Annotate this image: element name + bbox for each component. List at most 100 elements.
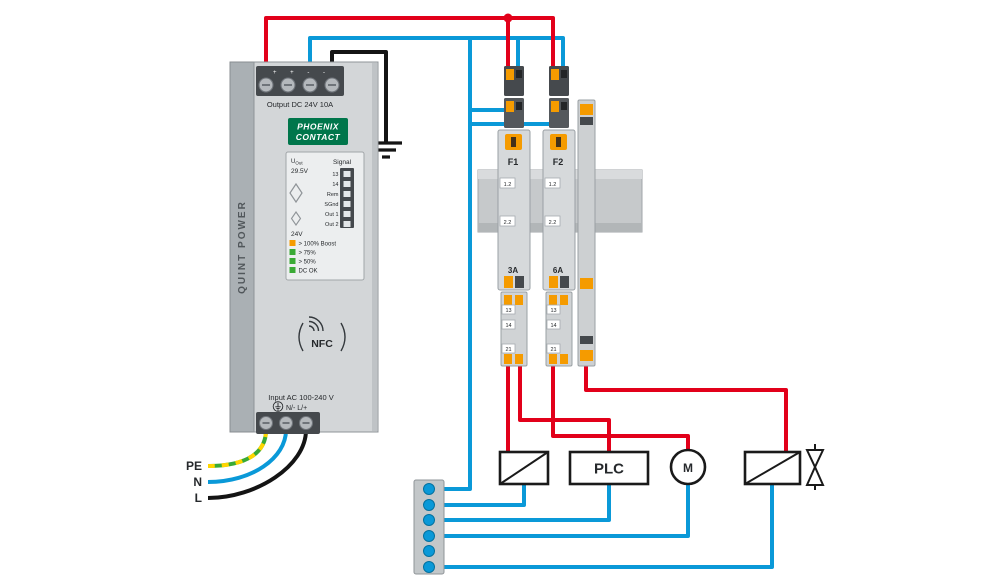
n-label: N bbox=[193, 475, 202, 489]
output-screw bbox=[324, 77, 340, 93]
led-50-icon bbox=[289, 258, 296, 264]
input-terminal-label: N/- L/+ bbox=[286, 405, 307, 412]
load-plc: PLC bbox=[568, 450, 650, 486]
power-supply: QUINT POWER + + - - Output DC 24V 10A PH… bbox=[229, 61, 379, 434]
breaker-id: F2 bbox=[553, 157, 564, 167]
brand-logo: PHOENIX CONTACT bbox=[288, 118, 348, 145]
distribution-terminal bbox=[423, 561, 435, 573]
aux-label: 21 bbox=[550, 347, 556, 353]
distribution-terminal bbox=[423, 545, 435, 557]
led-legend: > 100% Boost > 75% > 50% DC OK bbox=[289, 240, 337, 275]
distribution-terminal bbox=[423, 514, 435, 526]
motor-label: M bbox=[683, 461, 693, 475]
distribution-terminal bbox=[423, 483, 435, 495]
terminal-strip bbox=[577, 99, 596, 367]
output-screw bbox=[258, 77, 274, 93]
psu-side-strip bbox=[229, 61, 255, 433]
input-screw bbox=[298, 415, 314, 431]
rating-label: 3A bbox=[508, 266, 518, 275]
distribution-terminal bbox=[423, 499, 435, 511]
wire-red-feed bbox=[264, 16, 555, 82]
valve-symbol-icon bbox=[805, 464, 825, 486]
pe-label: PE bbox=[186, 459, 202, 473]
output-label: Output DC 24V 10A bbox=[267, 100, 333, 109]
v24-label: 24V bbox=[291, 231, 303, 238]
signal-pin-label: Rem bbox=[327, 192, 339, 198]
load-converter bbox=[498, 450, 550, 486]
rating-label: 6A bbox=[553, 266, 563, 275]
breaker-body bbox=[542, 129, 576, 291]
load-valve bbox=[743, 444, 825, 490]
distribution-block bbox=[413, 479, 445, 575]
signal-pin-label: SGnd bbox=[324, 202, 338, 208]
aux-terminal-block: 13 14 21 bbox=[500, 291, 528, 367]
pole-flag bbox=[499, 177, 516, 189]
adjust-diamond-small-icon bbox=[290, 211, 302, 226]
wire-red-valve bbox=[584, 356, 788, 452]
pole-flag bbox=[544, 215, 561, 227]
valve-symbol-icon bbox=[805, 449, 825, 470]
output-screw bbox=[302, 77, 318, 93]
uout-label: UOut bbox=[291, 159, 303, 166]
input-label: Input AC 100-240 V bbox=[268, 393, 333, 402]
pole-flag bbox=[499, 215, 516, 227]
junction-dot bbox=[503, 13, 513, 23]
led-legend-label: > 75% bbox=[299, 251, 317, 257]
distribution-terminal bbox=[423, 530, 435, 542]
wire-blue-converter-return bbox=[432, 484, 526, 507]
pole-label: 2.2 bbox=[549, 220, 557, 226]
wire-blue-motor-return bbox=[432, 482, 690, 538]
signal-label: Signal bbox=[333, 159, 352, 166]
brand-line1: PHOENIX bbox=[297, 122, 340, 132]
pe-symbol bbox=[272, 401, 284, 412]
pole-label: 2.2 bbox=[504, 220, 512, 226]
wire-blue-to-distribution bbox=[432, 38, 472, 491]
led-legend-label: > 50% bbox=[299, 260, 317, 266]
signal-pin-label: 14 bbox=[332, 182, 338, 188]
pole-label: 1.2 bbox=[504, 182, 512, 188]
breaker-body bbox=[497, 129, 531, 291]
nfc-icon: NFC bbox=[298, 316, 346, 352]
aux-label: 13 bbox=[550, 308, 556, 314]
adjust-diamond-icon bbox=[289, 182, 303, 204]
l-label: L bbox=[195, 491, 202, 505]
input-screw bbox=[258, 415, 274, 431]
aux-label: 14 bbox=[505, 323, 511, 329]
psu-body-shade bbox=[372, 63, 377, 431]
signal-pin-label: Out 2 bbox=[325, 222, 338, 228]
wire-line bbox=[207, 429, 308, 500]
wire-pe bbox=[207, 429, 268, 468]
psu-info-panel: UOut 29.5V 24V Signal 13 14 Rem SGnd Out… bbox=[285, 151, 365, 281]
led-dcok-icon bbox=[289, 267, 296, 273]
wire-blue-valve-return bbox=[432, 484, 774, 569]
aux-terminal-block: 13 14 21 bbox=[545, 291, 573, 367]
signal-pin-label: Out 1 bbox=[325, 212, 338, 218]
brand-line2: CONTACT bbox=[296, 132, 341, 142]
wire-pe-stripe bbox=[207, 429, 268, 468]
breaker-f2: F2 1.2 2.2 6A 13 14 21 bbox=[542, 66, 576, 367]
aux-label: 13 bbox=[505, 308, 511, 314]
psu-side-label: QUINT POWER bbox=[237, 200, 248, 294]
breaker-f1: F1 1.2 2.2 3A 13 14 21 bbox=[497, 66, 531, 367]
uout-value: 29.5V bbox=[291, 168, 309, 175]
input-screw bbox=[278, 415, 294, 431]
aux-label: 21 bbox=[505, 347, 511, 353]
breaker-id: F1 bbox=[508, 157, 519, 167]
psu-input-terminals bbox=[256, 412, 320, 434]
output-polarity-label: + + - - bbox=[273, 70, 325, 76]
led-75-icon bbox=[289, 249, 296, 255]
psu-output-terminals: + + - - bbox=[256, 66, 344, 96]
output-screw bbox=[280, 77, 296, 93]
led-boost-icon bbox=[289, 240, 296, 246]
load-motor: M bbox=[669, 448, 707, 486]
signal-connector bbox=[340, 168, 354, 228]
signal-pin-label: 13 bbox=[332, 172, 338, 178]
wiring bbox=[207, 13, 788, 569]
wire-neutral bbox=[207, 429, 288, 484]
pole-flag bbox=[544, 177, 561, 189]
nfc-label: NFC bbox=[311, 338, 333, 350]
led-legend-label: > 100% Boost bbox=[299, 242, 337, 248]
wire-blue-feed bbox=[308, 36, 565, 76]
pole-label: 1.2 bbox=[549, 182, 557, 188]
